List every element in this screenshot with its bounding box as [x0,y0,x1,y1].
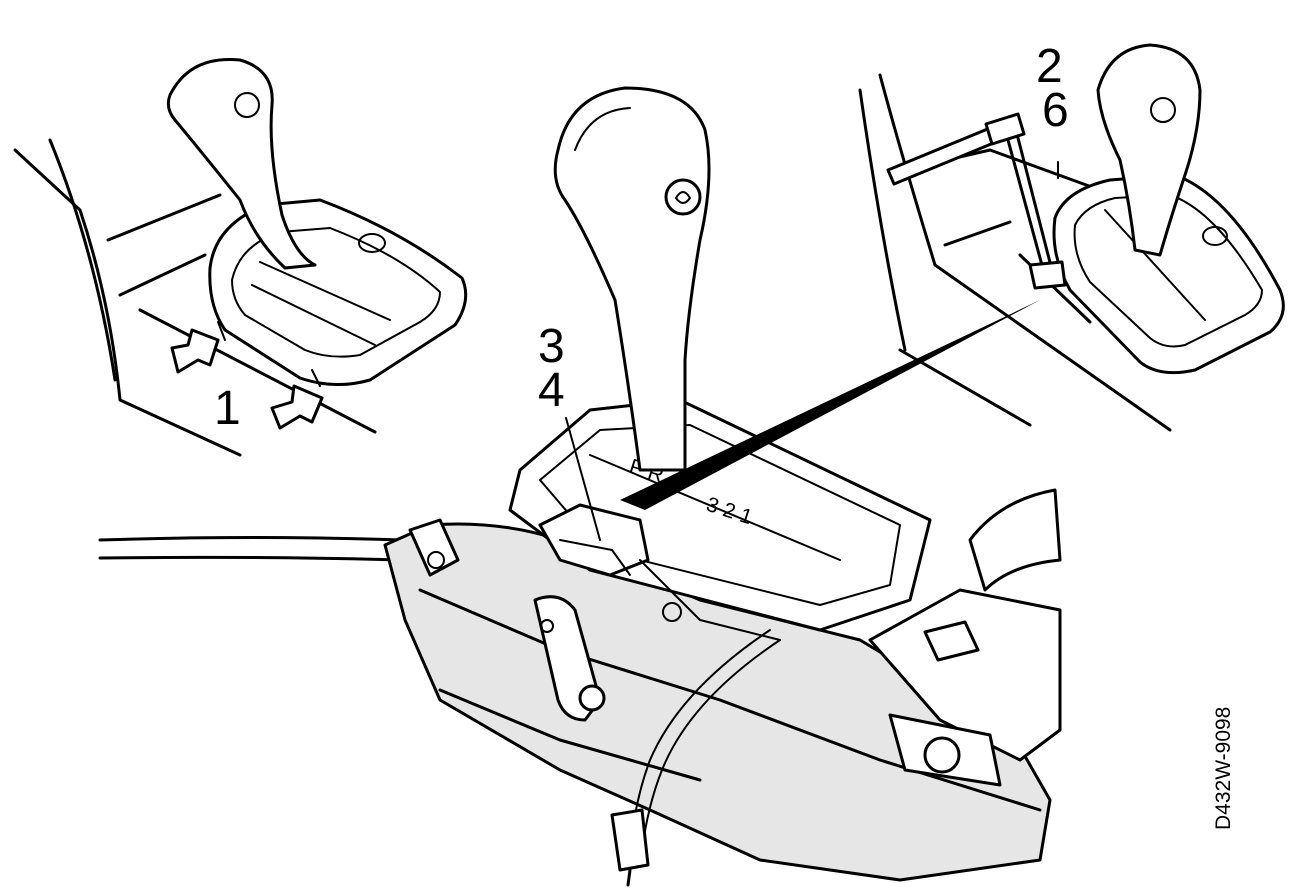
callout-4: 4 [538,364,565,417]
release-arrow-icon [170,328,220,374]
lever-release-button [664,178,702,216]
figure-code: D432W-9098 [1212,707,1235,830]
leader-lines [565,161,1059,541]
shift-boot-cover-right [1052,173,1285,375]
release-arrow-icon [270,384,324,430]
callout-1: 1 [214,382,241,435]
callouts: 1 2 6 3 4 [214,40,1069,435]
center-assembly: P R 3 2 1 [98,86,1062,887]
callout-3: 3 [538,320,565,373]
cable-connector [610,808,650,872]
left-detail-view [13,57,468,457]
shift-lever-handle-main [553,86,711,472]
callout-2: 2 [1036,40,1063,93]
shift-lever-handle-right [1096,43,1202,257]
callout-6: 6 [1042,84,1069,137]
right-detail-view [858,43,1285,432]
shift-lever-handle-left [166,57,317,270]
release-pin-tool [886,126,998,186]
